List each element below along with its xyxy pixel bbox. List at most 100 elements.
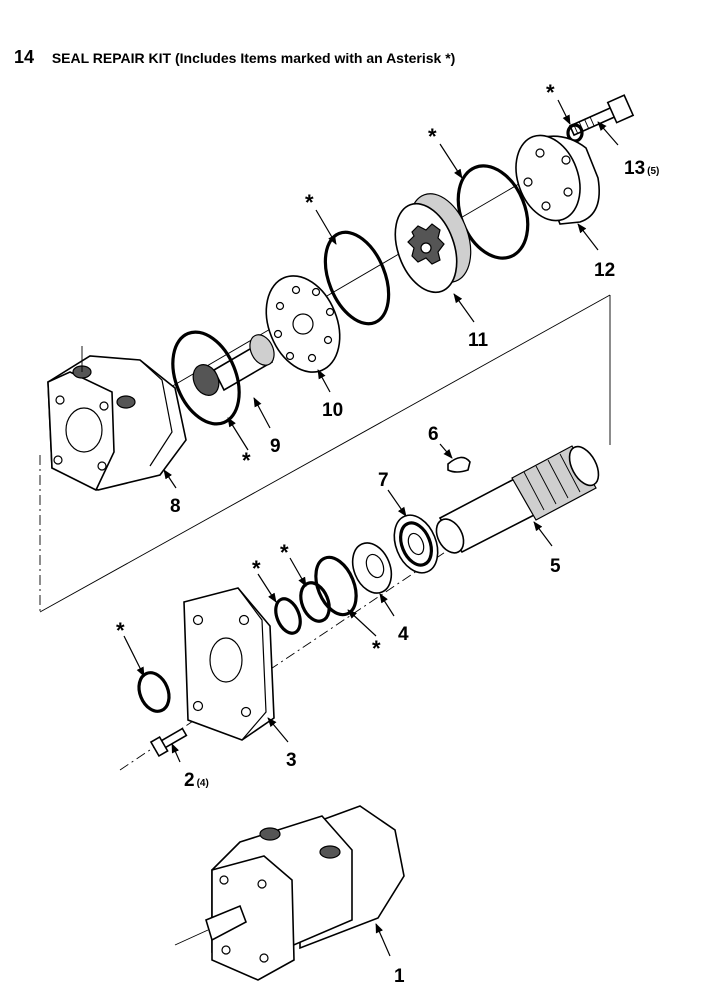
end-cap-hole <box>523 177 533 187</box>
flange-hole <box>238 614 250 626</box>
bearing-race-part <box>351 542 393 594</box>
shaft-end <box>435 518 465 554</box>
o-ring-housing <box>171 330 241 426</box>
housing-edge <box>139 359 173 467</box>
leader-11 <box>453 293 475 323</box>
end-cap-part <box>515 134 600 225</box>
housing-hole <box>97 461 107 471</box>
asterisk-oring-plate: * <box>305 190 314 215</box>
shaft-seal <box>299 581 331 623</box>
leader-6 <box>439 443 453 459</box>
leader-ast-washer <box>557 99 571 125</box>
leader-ast-backup <box>257 573 277 603</box>
asterisk-oring-housing: * <box>242 448 251 473</box>
drive-link-spline-start <box>192 364 220 396</box>
wear-plate-hole <box>285 351 295 361</box>
dust-seal <box>137 671 171 713</box>
leader-5 <box>533 521 553 547</box>
housing-port-2 <box>116 395 136 409</box>
leader-12 <box>577 223 599 251</box>
wear-plate-hole <box>273 329 283 339</box>
leader-13 <box>597 121 619 146</box>
wear-plate-hole <box>307 353 317 363</box>
output-shaft-part <box>435 445 600 554</box>
callout-11: 11 <box>468 330 489 351</box>
wear-plate-center <box>292 313 314 335</box>
leader-ast-oring-plate <box>315 209 337 245</box>
callout-4: 4 <box>398 624 409 645</box>
o-ring-shaft <box>314 555 358 617</box>
leader-8 <box>163 469 177 489</box>
mounting-flange-part <box>183 587 275 741</box>
motor-hole <box>221 945 231 955</box>
end-cap-hole <box>563 187 573 197</box>
callout-1: 1 <box>394 966 405 987</box>
asterisk-backup: * <box>252 556 261 581</box>
drive-link-spline-end <box>249 334 275 366</box>
motor-hole <box>259 953 269 963</box>
housing-hole <box>99 401 109 411</box>
leader-3 <box>267 717 289 743</box>
figure-number: 14 <box>14 47 35 67</box>
motor-port-2 <box>319 845 341 859</box>
callout-3: 3 <box>286 750 297 771</box>
motor-port-1 <box>259 827 281 841</box>
motor-shaft-axis <box>174 929 209 946</box>
asterisk-oring-shaft: * <box>372 636 381 661</box>
leader-2 <box>171 743 181 763</box>
shaft-spline-end <box>568 445 600 487</box>
housing-part <box>47 346 187 492</box>
leader-1 <box>375 923 391 957</box>
thrust-bearing-part <box>393 514 439 574</box>
callout-5: 5 <box>550 556 561 577</box>
wear-plate-hole <box>311 287 321 297</box>
assembled-motor-part <box>174 805 405 981</box>
callout-12: 12 <box>594 260 615 281</box>
housing-bore <box>65 407 103 453</box>
flange-bore <box>209 637 243 683</box>
flange-hole <box>240 706 252 718</box>
end-cap-hole <box>535 148 545 158</box>
callout-7: 7 <box>378 470 389 491</box>
asterisk-seal: * <box>280 540 289 565</box>
end-cap-hole <box>561 155 571 165</box>
leader-ast-oring-housing <box>227 417 249 451</box>
callout-6: 6 <box>428 424 439 445</box>
figure-caption: SEAL REPAIR KIT (Includes Items marked w… <box>51 50 456 66</box>
callout-8: 8 <box>170 496 181 517</box>
back-up-washer <box>274 597 302 635</box>
housing-hole <box>53 455 63 465</box>
asterisk-washer: * <box>546 80 555 105</box>
drive-link-part <box>192 334 275 396</box>
housing-hole <box>55 395 65 405</box>
wear-plate-hole <box>291 285 301 295</box>
race-inner <box>365 553 385 579</box>
motor-front-face <box>211 855 295 981</box>
callout-9: 9 <box>270 436 281 457</box>
wear-plate-hole <box>325 307 335 317</box>
shaft-spline-lines <box>523 453 581 511</box>
end-cap-hole <box>541 201 551 211</box>
gerotor-part <box>394 193 472 294</box>
asterisk-oring-top: * <box>428 124 437 149</box>
motor-output-shaft <box>205 904 247 942</box>
bearing-inner <box>407 532 425 556</box>
leader-7 <box>387 489 407 517</box>
callout-2: 2(4) <box>184 770 209 791</box>
leader-ast-dust-seal <box>123 635 145 677</box>
asterisk-dust-seal: * <box>116 618 125 643</box>
o-ring-plate <box>323 230 391 326</box>
leader-ast-seal <box>289 557 307 587</box>
leader-ast-oring-shaft <box>347 609 377 637</box>
lower-bracket-line <box>39 294 611 613</box>
leader-9 <box>253 397 271 429</box>
callout-13: 13(5) <box>624 158 659 179</box>
screw-part <box>149 727 188 758</box>
callout-10: 10 <box>322 400 343 421</box>
wear-plate-hole <box>275 301 285 311</box>
gerotor-center <box>420 242 432 254</box>
leader-arrows <box>123 99 619 957</box>
flange-hole <box>192 700 204 712</box>
screw-head <box>149 735 169 758</box>
